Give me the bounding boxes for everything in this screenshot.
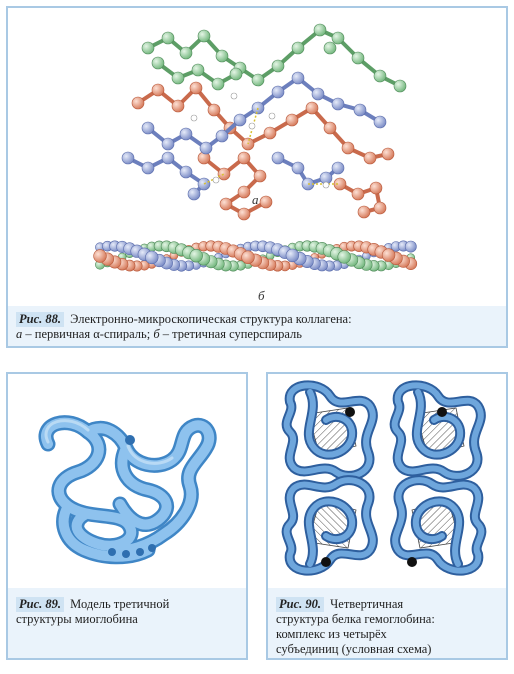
figure-89-label: Рис. 89.: [16, 597, 65, 612]
heme-dot: [321, 557, 331, 567]
figure-89-panel: Рис. 89. Модель третичной структуры миог…: [6, 372, 248, 660]
figure-89-caption-line2: структуры миоглобина: [16, 612, 138, 626]
superhelix-residue: [285, 248, 300, 263]
superhelix-residue: [381, 248, 396, 262]
figure-90-caption: Рис. 90. Четвертичная структура белка ге…: [268, 588, 506, 658]
myoglobin-heme-dots: [108, 435, 156, 558]
collagen-illustration: [93, 23, 418, 272]
figure-88-caption-line1: Электронно-микроскопическая структура ко…: [70, 312, 352, 326]
hemoglobin-subunit-3: [287, 480, 373, 571]
figure-89-caption-line1: Модель третичной: [70, 597, 170, 611]
hemoglobin-subunit-2: [395, 385, 481, 476]
heme-dot: [437, 407, 447, 417]
figure-88-caption-b-letter: б: [153, 327, 160, 341]
figure-90-panel: Рис. 90. Четвертичная структура белка ге…: [266, 372, 508, 660]
figure-90-caption-line4: субъединиц (условная схема): [276, 642, 432, 656]
figure-90-caption-line2: структура белка гемоглобина:: [276, 612, 435, 626]
figure-88-panel: а б Рис. 88. Электронно-микроскопическая…: [6, 6, 508, 348]
sublabel-b: б: [258, 288, 265, 303]
figure-88-caption-a-text: – первичная α-спираль;: [22, 327, 154, 341]
myoglobin-tube-model: [38, 415, 217, 565]
heme-dot: [407, 557, 417, 567]
figure-88-caption-a-letter: а: [16, 327, 23, 341]
superhelix-residue: [145, 250, 159, 265]
figure-90-caption-line3: комплекс из четырёх: [276, 627, 387, 641]
figure-90-label: Рис. 90.: [276, 597, 325, 612]
heme-dot: [345, 407, 355, 417]
collagen-superhelix-model: [93, 240, 418, 272]
superhelix-residue: [337, 250, 351, 264]
superhelix-residue: [189, 249, 203, 263]
figure-88-caption: Рис. 88. Электронно-микроскопическая стр…: [8, 306, 506, 346]
superhelix-residue: [404, 240, 417, 253]
hemoglobin-illustration: [268, 374, 506, 586]
collagen-alpha-helix-model: [121, 23, 407, 221]
figure-88-caption-b-text: – третичная суперспираль: [159, 327, 302, 341]
figure-90-caption-line1: Четвертичная: [330, 597, 404, 611]
figure-88-label: Рис. 88.: [16, 312, 65, 327]
myoglobin-illustration: [38, 415, 217, 565]
hemoglobin-subunit-4: [395, 480, 481, 571]
superhelix-residue: [241, 250, 255, 264]
hemoglobin-subunit-1: [287, 385, 373, 476]
sublabel-a: а: [252, 192, 259, 207]
figure-89-caption: Рис. 89. Модель третичной структуры миог…: [8, 588, 246, 658]
superhelix-residue: [93, 249, 107, 263]
